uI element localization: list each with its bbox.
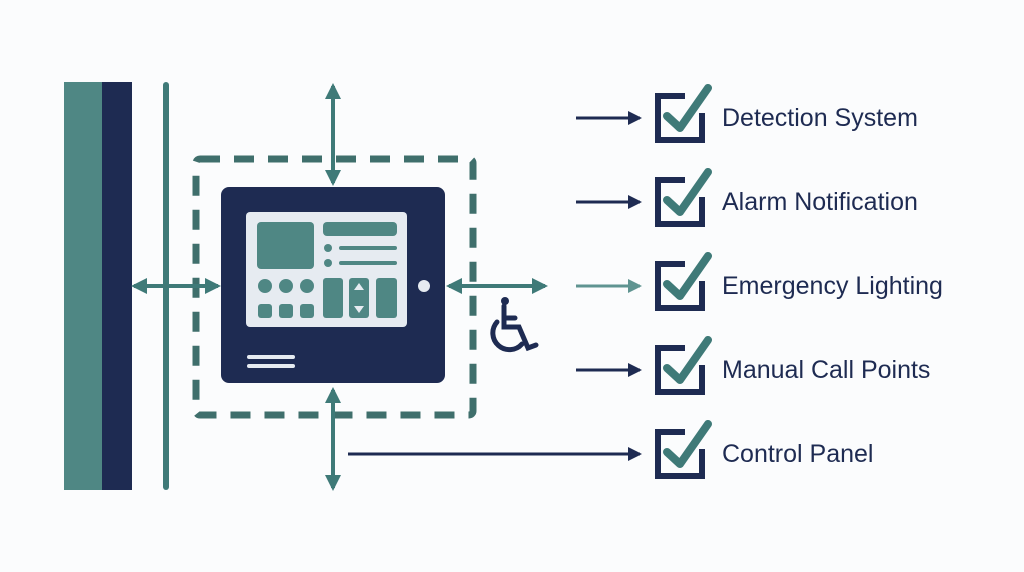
checklist-item-label: Manual Call Points — [722, 356, 931, 384]
checklist-item-label: Control Panel — [722, 440, 874, 468]
clearance-arrows — [131, 83, 548, 491]
checklist-item-label: Detection System — [722, 104, 918, 132]
control-panel — [221, 187, 445, 383]
checkbox-checked-icon — [655, 252, 712, 311]
checkbox-checked-icon — [655, 84, 712, 143]
checkbox-checked-icon — [655, 336, 712, 395]
checklist-item-label: Emergency Lighting — [722, 272, 943, 300]
wall — [64, 82, 169, 490]
panel-indicator-light — [418, 280, 430, 292]
wheelchair-accessibility-icon — [490, 297, 539, 353]
checklist-arrows — [348, 111, 642, 461]
checkbox-checked-icon — [655, 420, 712, 479]
checkbox-checked-icon — [655, 168, 712, 227]
checklist-item-label: Alarm Notification — [722, 188, 918, 216]
